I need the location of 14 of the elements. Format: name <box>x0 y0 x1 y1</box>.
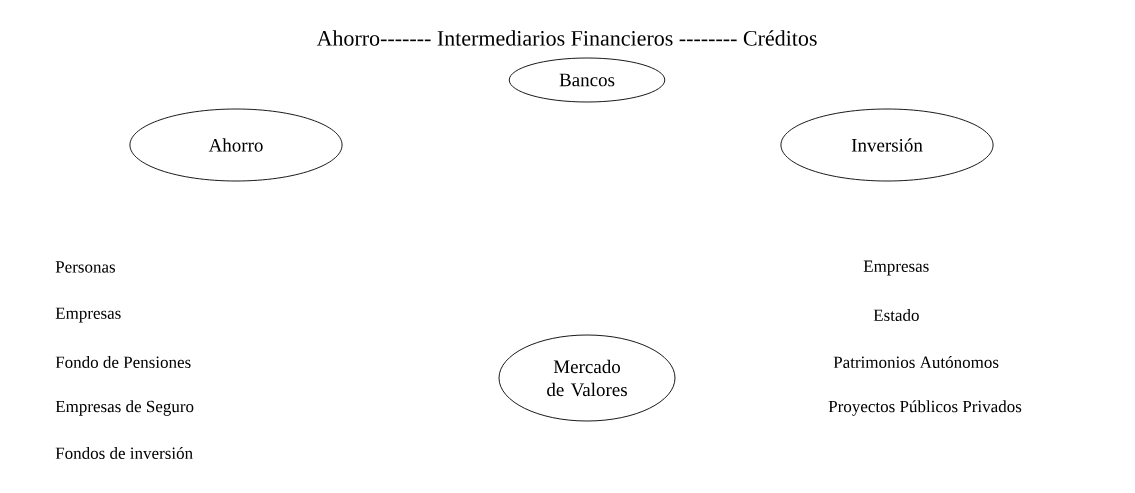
list-item: Empresas <box>863 260 929 276</box>
title: Ahorro------- Intermediarios Financieros -------- Créditos <box>316 30 817 46</box>
list-item: Personas <box>55 261 116 273</box>
list-item: Fondo de Pensiones <box>55 356 191 368</box>
ellipse-node: Bancos <box>508 57 666 103</box>
list-item: Estado <box>873 309 919 321</box>
ellipse-node: Ahorro <box>129 108 343 182</box>
list-item: Fondos de inversión <box>55 447 193 459</box>
list-item: Patrimonios Autónomos <box>833 356 999 368</box>
list-item: Empresas <box>55 307 121 323</box>
list-item: Proyectos Públicos Privados <box>828 400 1022 416</box>
ellipse-node: Inversión <box>780 108 994 182</box>
ellipse-node: Mercado de Valores <box>498 334 676 422</box>
list-item: Empresas de Seguro <box>55 400 194 416</box>
